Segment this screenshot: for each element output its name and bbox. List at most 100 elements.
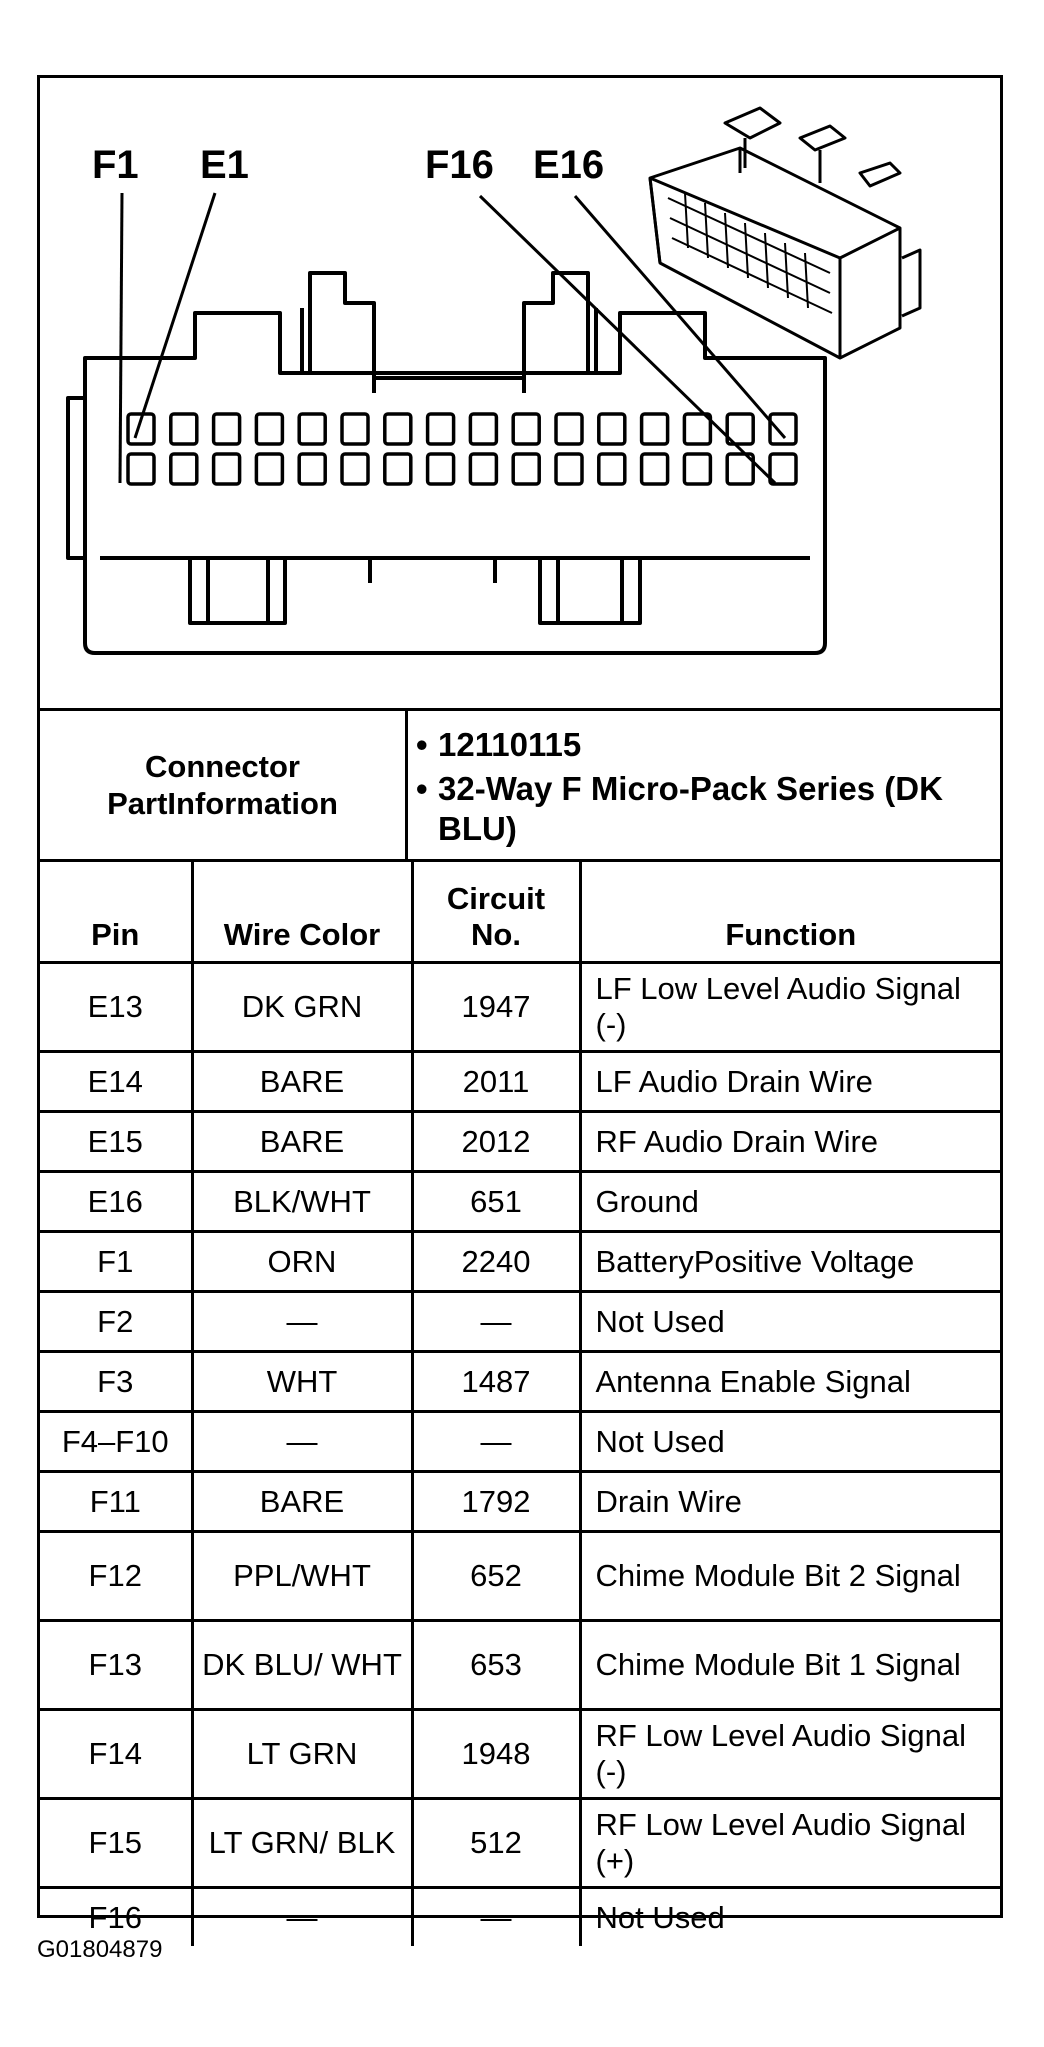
cell-function: Drain Wire — [578, 1470, 1000, 1533]
cell-wire-color: ORN — [190, 1230, 414, 1293]
connector-body — [83, 311, 827, 655]
table-header-row: Pin Wire Color Circuit No. Function — [40, 859, 1000, 964]
cavity-e13 — [639, 412, 670, 446]
cell-function: Not Used — [578, 1886, 1000, 1946]
side-rib — [66, 396, 85, 560]
cell-pin: F15 — [40, 1797, 194, 1889]
cell-function: Ground — [578, 1170, 1000, 1233]
cell-pin: F4–F10 — [40, 1410, 194, 1473]
cavity-f9 — [468, 452, 499, 486]
cavity-f11 — [554, 452, 584, 486]
cell-wire-color: PPL/WHT — [190, 1530, 414, 1622]
cavity-f3 — [211, 452, 242, 486]
cell-circuit-no: 512 — [410, 1797, 582, 1889]
cell-pin: F12 — [40, 1530, 194, 1622]
cavity-e12 — [597, 412, 627, 446]
connector-drawing: F1 E1 F16 E16 — [66, 106, 922, 655]
cavity-f12 — [597, 452, 627, 486]
part-info-values: 12110115 32-Way F Micro-Pack Series (DK … — [408, 725, 990, 853]
cell-function: RF Low Level Audio Signal (+) — [578, 1797, 1000, 1889]
part-info-label: Connector PartInformation — [40, 711, 408, 859]
cavity-f5 — [297, 452, 327, 486]
figure-id-caption: G01804879 — [37, 1936, 163, 1963]
cell-circuit-no: 653 — [410, 1619, 582, 1711]
table-row: F16——Not Used — [40, 1886, 1000, 1946]
cell-function: LF Low Level Audio Signal (-) — [578, 961, 1000, 1053]
cell-circuit-no: 651 — [410, 1170, 582, 1233]
cell-circuit-no: — — [410, 1290, 582, 1353]
header-circuit-no: Circuit No. — [410, 859, 582, 964]
cavity-f4 — [254, 452, 285, 486]
cavity-f15 — [725, 452, 755, 486]
cavity-e16 — [768, 412, 798, 446]
leader-f1 — [118, 192, 124, 484]
connector-part-information: Connector PartInformation 12110115 32-Wa… — [40, 711, 1000, 862]
cavity-f8 — [425, 452, 456, 486]
leader-f16 — [478, 194, 777, 485]
cavity-e11 — [554, 412, 584, 446]
cell-circuit-no: — — [410, 1410, 582, 1473]
cavity-e15 — [725, 412, 755, 446]
cavity-f6 — [340, 452, 370, 486]
cell-pin: E15 — [40, 1110, 194, 1173]
cell-wire-color: BARE — [190, 1470, 414, 1533]
cell-pin: F11 — [40, 1470, 194, 1533]
left-key — [188, 558, 287, 625]
cell-circuit-no: 2240 — [410, 1230, 582, 1293]
label-e16: E16 — [533, 143, 604, 187]
cavity-e6 — [340, 412, 370, 446]
cavity-f10 — [511, 452, 541, 486]
cell-circuit-no: 1487 — [410, 1350, 582, 1413]
cell-wire-color: — — [190, 1886, 414, 1946]
cell-function: Antenna Enable Signal — [578, 1350, 1000, 1413]
right-key — [538, 558, 642, 625]
label-f1: F1 — [92, 143, 139, 187]
header-wire-color: Wire Color — [190, 859, 414, 964]
cell-circuit-no: 2011 — [410, 1050, 582, 1113]
right-latch — [522, 271, 590, 393]
cell-pin: F1 — [40, 1230, 194, 1293]
cell-wire-color: DK BLU/ WHT — [190, 1619, 414, 1711]
cavity-f13 — [639, 452, 670, 486]
label-f16: F16 — [425, 143, 494, 187]
cavity-e4 — [254, 412, 285, 446]
cavity-f14 — [682, 452, 713, 486]
cell-function: Chime Module Bit 2 Signal — [578, 1530, 1000, 1622]
cavity-f7 — [383, 452, 413, 486]
cell-pin: E13 — [40, 961, 194, 1053]
cell-pin: E16 — [40, 1170, 194, 1233]
cell-circuit-no: 1792 — [410, 1470, 582, 1533]
connector-sheet: F1 E1 F16 E16 Connector PartI — [37, 75, 1003, 1946]
cell-pin: F3 — [40, 1350, 194, 1413]
label-e1: E1 — [200, 143, 249, 187]
cell-function: Not Used — [578, 1290, 1000, 1353]
pin-cavity-grid — [126, 412, 798, 486]
part-number: 12110115 — [408, 725, 990, 765]
cell-wire-color: WHT — [190, 1350, 414, 1413]
cell-function: Chime Module Bit 1 Signal — [578, 1619, 1000, 1711]
table-row: F4–F10——Not Used — [40, 1410, 1000, 1473]
cell-circuit-no: 1948 — [410, 1708, 582, 1800]
cavity-f16 — [768, 452, 798, 486]
left-latch — [308, 271, 376, 393]
cell-pin: F14 — [40, 1708, 194, 1800]
cavity-e1 — [126, 412, 156, 446]
cell-function: LF Audio Drain Wire — [578, 1050, 1000, 1113]
cell-circuit-no: 1947 — [410, 961, 582, 1053]
cavity-e7 — [383, 412, 413, 446]
cell-function: Not Used — [578, 1410, 1000, 1473]
cavity-f2 — [169, 452, 199, 486]
leader-e1 — [133, 192, 217, 439]
cell-wire-color: BLK/WHT — [190, 1170, 414, 1233]
cell-wire-color: LT GRN/ BLK — [190, 1797, 414, 1889]
